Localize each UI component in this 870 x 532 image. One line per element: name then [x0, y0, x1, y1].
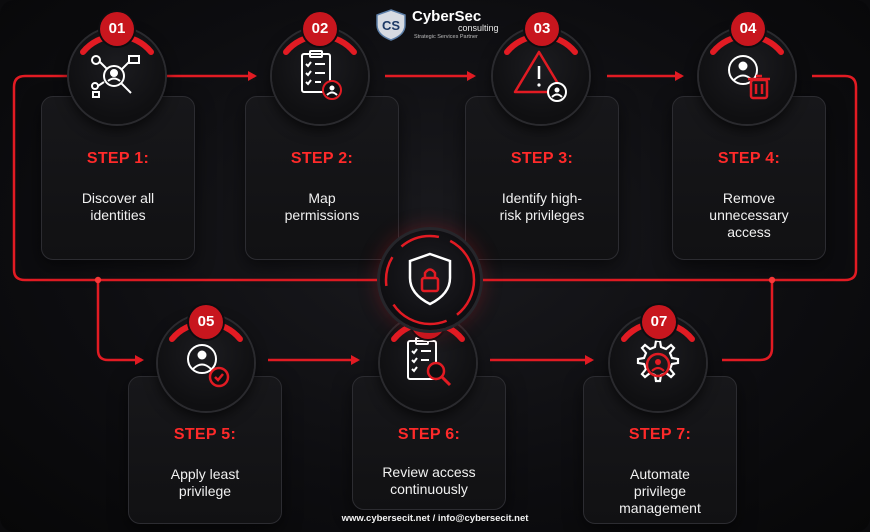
step-title: STEP 6:	[397, 426, 461, 443]
step-title: STEP 4:	[717, 150, 781, 167]
shield-lock-icon	[384, 234, 476, 326]
step-title: STEP 2:	[290, 150, 354, 167]
step-card-3: STEP 3: Identify high-risk privileges	[465, 96, 619, 260]
user-check-icon	[187, 344, 230, 388]
step-number-badge-7: 07	[642, 305, 676, 339]
step-icon-ring-4	[699, 28, 795, 124]
identity-discovery-icon	[91, 55, 140, 98]
step-number-badge-4: 04	[731, 12, 765, 46]
svg-text:CS: CS	[382, 18, 400, 33]
clipboard-search-icon	[407, 337, 452, 387]
brand-name: CyberSec	[412, 8, 482, 25]
step-icon-ring-1	[69, 28, 165, 124]
brand-subtitle: consulting	[458, 23, 499, 33]
brand-logo: CS CyberSec consulting Strategic Service…	[374, 8, 514, 44]
user-trash-icon	[728, 55, 770, 100]
step-number-badge-3: 03	[525, 12, 559, 46]
clipboard-user-icon	[301, 50, 342, 100]
cybersec-logo-icon: CS	[376, 9, 406, 41]
gear-user-icon	[636, 339, 680, 383]
step-title: STEP 1:	[86, 150, 150, 167]
step-description: Identify high-risk privileges	[499, 190, 585, 223]
step-number-badge-5: 05	[189, 305, 223, 339]
footer-contact: www.cybersecit.net / info@cybersecit.net	[341, 513, 529, 524]
brand-tagline: Strategic Services Partner	[414, 34, 478, 40]
step-number-badge-2: 02	[303, 12, 337, 46]
center-shield-hub	[380, 230, 480, 330]
step-number-badge-1: 01	[100, 12, 134, 46]
step-title: STEP 3:	[510, 150, 574, 167]
warning-user-icon	[513, 50, 567, 102]
step-icon-ring-5	[158, 315, 254, 411]
step-title: STEP 5:	[173, 426, 237, 443]
step-title: STEP 7:	[628, 426, 692, 443]
